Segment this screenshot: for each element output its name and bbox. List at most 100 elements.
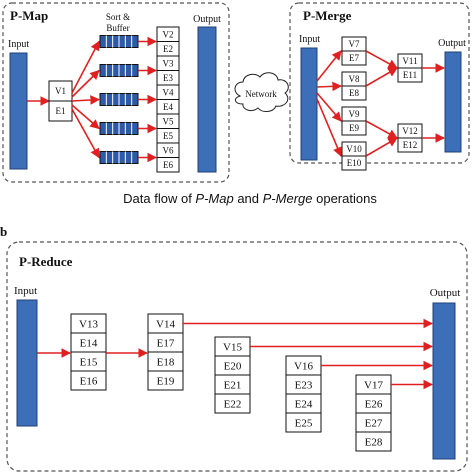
cell-box: [397, 67, 423, 83]
cell-e19: E19: [147, 370, 184, 391]
cell-label: V17: [364, 379, 383, 391]
pmap-input-bar: [9, 52, 28, 170]
cell-label: V11: [402, 56, 417, 66]
cell-e25: E25: [285, 412, 322, 433]
caption-and: and: [234, 191, 263, 206]
cell-label: E1: [56, 106, 66, 116]
cell-box: [397, 137, 423, 153]
cell-label: E16: [80, 375, 98, 387]
cell-e22: E22: [214, 393, 251, 414]
cell-label: E28: [365, 436, 383, 448]
cell-label: E8: [349, 88, 359, 98]
sort-buffer-label-line2: Buffer: [106, 23, 129, 33]
cell-v8: V8: [341, 71, 367, 87]
cell-label: E14: [80, 337, 98, 349]
preduce-output-bar: [432, 302, 456, 460]
caption-pmap: P-Map: [195, 191, 233, 206]
cell-v7: V7: [341, 36, 367, 52]
cell-box: [341, 85, 367, 101]
cell-e26: E26: [355, 393, 392, 414]
caption-pmerge: P-Merge: [263, 191, 313, 206]
network-cloud: Network: [234, 72, 289, 112]
cell-e5: E5: [156, 128, 180, 144]
preduce-frame: [6, 241, 468, 472]
cell-v13: V13: [70, 313, 107, 334]
cell-label: E25: [295, 417, 313, 429]
pmerge-merge-arrow: [365, 50, 398, 69]
caption-suffix: operations: [313, 191, 378, 206]
cell-label: V15: [223, 341, 242, 353]
pmerge-output-label: Output: [438, 38, 466, 49]
cell-e21: E21: [214, 374, 251, 395]
cell-v1: V1: [48, 80, 73, 102]
pmap-output-bar: [197, 26, 217, 173]
cell-e17: E17: [147, 332, 184, 353]
cell-v16: V16: [285, 355, 322, 376]
cell-e1: E1: [48, 100, 73, 122]
sort-buffer-queue: [99, 35, 139, 48]
cell-v5: V5: [156, 113, 180, 129]
cell-label: V5: [163, 116, 174, 126]
cell-label: E12: [403, 140, 418, 150]
preduce-panel: P-Reduce Input V13E14E15E16V14E17E18E19V…: [6, 241, 468, 472]
cell-label: E2: [163, 44, 173, 54]
pmerge-merge-arrow: [365, 67, 398, 87]
cell-label: E22: [224, 398, 242, 410]
pmerge-input-arrow: [316, 81, 342, 92]
pmap-fan-arrow: [71, 40, 100, 94]
cell-label: E17: [157, 337, 175, 349]
cell-e6: E6: [156, 157, 180, 173]
cell-label: E4: [163, 102, 173, 112]
cell-e9: E9: [341, 120, 367, 136]
pmap-fan-arrow: [71, 104, 100, 130]
pmerge-output-bar: [444, 51, 462, 153]
cell-label: V7: [349, 39, 360, 49]
cell-label: E5: [163, 131, 173, 141]
cell-e16: E16: [70, 370, 107, 391]
cell-label: E9: [349, 123, 359, 133]
cell-v9: V9: [341, 106, 367, 122]
cell-label: E7: [349, 53, 359, 63]
cell-box: [147, 370, 184, 391]
cell-v11: V11: [397, 53, 423, 69]
sort-buffer-queue: [99, 122, 139, 135]
preduce-output-label: Output: [430, 287, 461, 299]
sort-buffer-queue: [99, 64, 139, 77]
cell-label: V12: [402, 126, 418, 136]
cell-label: E21: [224, 379, 242, 391]
cell-v2: V2: [156, 26, 180, 42]
sort-buffer-queue: [99, 151, 139, 164]
pmerge-title: P-Merge: [303, 8, 352, 23]
pmap-frame: [2, 2, 230, 183]
pmerge-frame: [289, 2, 470, 164]
cell-e28: E28: [355, 431, 392, 452]
pmap-input-label: Input: [8, 39, 29, 50]
pmerge-input-arrow: [316, 92, 342, 122]
cell-label: V6: [163, 145, 174, 155]
pmap-title: P-Map: [10, 8, 48, 23]
network-label: Network: [245, 89, 277, 99]
cell-e15: E15: [70, 351, 107, 372]
cell-label: V8: [349, 74, 360, 84]
cell-label: E23: [295, 379, 313, 391]
preduce-input-label: Input: [14, 285, 37, 297]
preduce-groups: V13E14E15E16V14E17E18E19V15E20E21E22V16E…: [70, 313, 392, 452]
cell-label: V4: [163, 87, 174, 97]
cell-e18: E18: [147, 351, 184, 372]
cell-e4: E4: [156, 99, 180, 115]
cell-v14: V14: [147, 313, 184, 334]
cell-label: V1: [55, 86, 66, 96]
cell-box: [48, 100, 73, 122]
pmap-fan-arrow: [71, 69, 100, 98]
cell-v6: V6: [156, 142, 180, 158]
cell-label: E24: [295, 398, 313, 410]
cell-label: V10: [346, 144, 362, 154]
cell-v3: V3: [156, 55, 180, 71]
cell-box: [341, 50, 367, 66]
cell-e14: E14: [70, 332, 107, 353]
